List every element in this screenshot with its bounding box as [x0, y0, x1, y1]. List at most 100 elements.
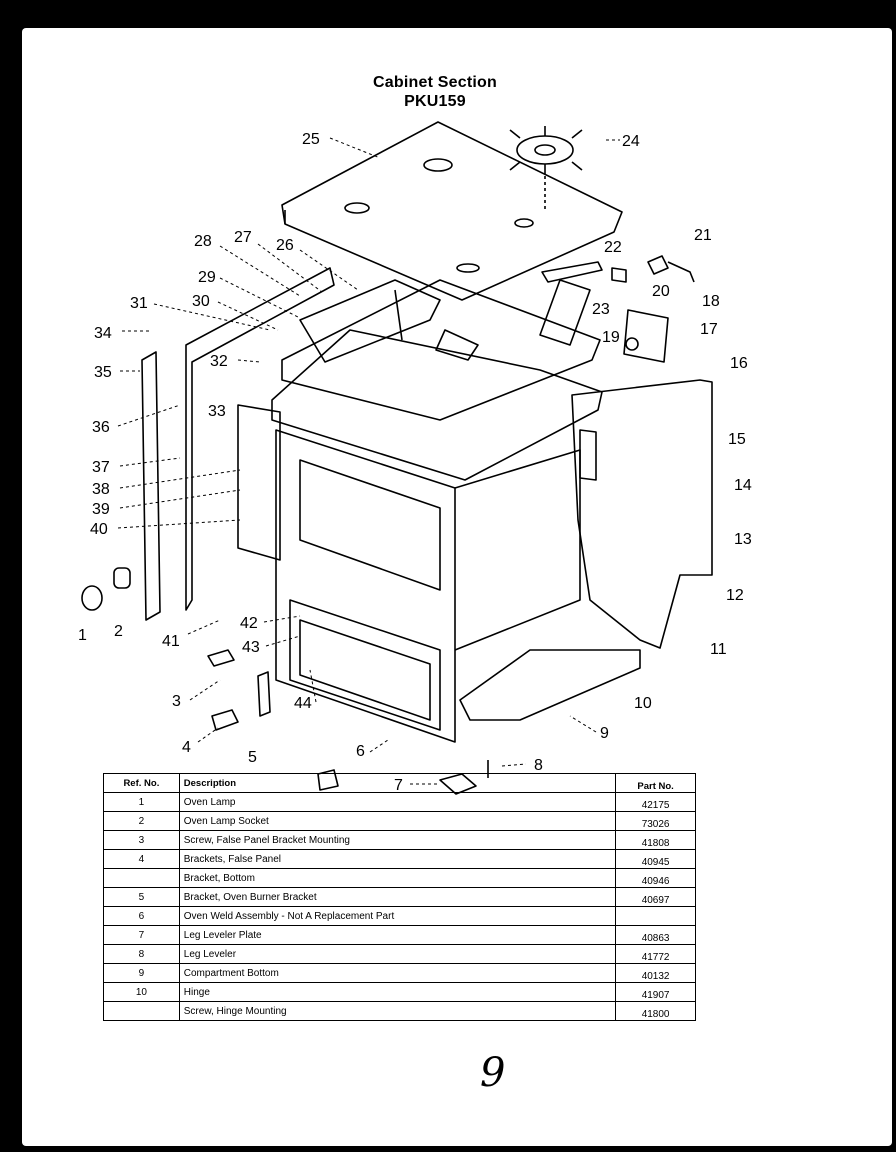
- callout-6: 6: [356, 743, 365, 760]
- callout-18: 18: [702, 293, 720, 310]
- handwritten-page-number: 9: [480, 1050, 506, 1096]
- callout-38: 38: [92, 481, 110, 498]
- callout-30: 30: [192, 293, 210, 310]
- callout-12: 12: [726, 587, 744, 604]
- row-part-no: 73026: [615, 811, 696, 831]
- callout-25: 25: [302, 131, 320, 148]
- oven-lamp-icon: [81, 585, 103, 611]
- callout-33: 33: [208, 403, 226, 420]
- left-side-panel: [185, 267, 335, 611]
- row-description: Screw, False Panel Bracket Mounting: [178, 830, 617, 850]
- row-part-no: 40945: [615, 849, 696, 869]
- callout-2: 2: [114, 623, 123, 640]
- row-ref: 8: [103, 944, 180, 964]
- table-header-row: Ref. No. Description Part No.: [103, 773, 696, 793]
- callout-10: 10: [634, 695, 652, 712]
- header-ref: Ref. No.: [103, 773, 180, 793]
- row-ref: 2: [103, 811, 180, 831]
- compartment-bottom: [459, 649, 641, 721]
- callout-11: 11: [710, 641, 727, 658]
- callout-15: 15: [728, 431, 746, 448]
- row-description: Oven Lamp Socket: [178, 811, 617, 831]
- callout-5: 5: [248, 749, 257, 766]
- row-description: Oven Lamp: [178, 792, 617, 812]
- callout-14: 14: [734, 477, 752, 494]
- callout-1: 1: [78, 627, 87, 644]
- row-ref: 10: [103, 982, 180, 1002]
- row-ref: 4: [103, 849, 180, 869]
- callout-17: 17: [700, 321, 718, 338]
- right-side-panel: [571, 379, 713, 649]
- row-ref: [103, 868, 180, 888]
- row-ref: 7: [103, 925, 180, 945]
- callout-42: 42: [240, 615, 258, 632]
- callout-9: 9: [600, 725, 609, 742]
- header-part-no: Part No.: [615, 773, 696, 793]
- callout-37: 37: [92, 459, 110, 476]
- top-panel: [281, 121, 623, 301]
- callout-8: 8: [534, 757, 543, 774]
- row-part-no: 41808: [615, 830, 696, 850]
- callout-36: 36: [92, 419, 110, 436]
- callout-24: 24: [622, 133, 640, 150]
- row-part-no: 40863: [615, 925, 696, 945]
- callout-41: 41: [162, 633, 180, 650]
- diagram-title: Cabinet Section: [373, 74, 497, 91]
- callout-3: 3: [172, 693, 181, 710]
- row-description: Compartment Bottom: [178, 963, 617, 983]
- burner-grate-icon: [509, 126, 583, 212]
- row-description: Bracket, Oven Burner Bracket: [178, 887, 617, 907]
- callout-27: 27: [234, 229, 252, 246]
- callout-28: 28: [194, 233, 212, 250]
- row-ref: 6: [103, 906, 180, 926]
- callout-22: 22: [604, 239, 622, 256]
- oven-cavity: [275, 429, 456, 743]
- callout-39: 39: [92, 501, 110, 518]
- row-part-no: [615, 906, 696, 926]
- row-ref: 3: [103, 830, 180, 850]
- callout-34: 34: [94, 325, 112, 342]
- callout-16: 16: [730, 355, 748, 372]
- row-part-no: 40697: [615, 887, 696, 907]
- row-description: Leg Leveler: [178, 944, 617, 964]
- callout-23: 23: [592, 301, 610, 318]
- lamp-socket-icon: [113, 567, 131, 589]
- callout-20: 20: [652, 283, 670, 300]
- side-trim-strip: [141, 351, 161, 621]
- callout-19: 19: [602, 329, 620, 346]
- row-ref: 1: [103, 792, 180, 812]
- diagram-model: PKU159: [404, 93, 466, 110]
- row-description: Oven Weld Assembly - Not A Replacement P…: [178, 906, 617, 926]
- callout-44: 44: [294, 695, 312, 712]
- row-part-no: 40132: [615, 963, 696, 983]
- row-part-no: 40946: [615, 868, 696, 888]
- callout-29: 29: [198, 269, 216, 286]
- row-ref: 5: [103, 887, 180, 907]
- callout-43: 43: [242, 639, 260, 656]
- callout-35: 35: [94, 364, 112, 381]
- callout-21: 21: [694, 227, 712, 244]
- row-description: Bracket, Bottom: [178, 868, 617, 888]
- callout-31: 31: [130, 295, 148, 312]
- callout-26: 26: [276, 237, 294, 254]
- callout-32: 32: [210, 353, 228, 370]
- row-part-no: 42175: [615, 792, 696, 812]
- door-frame: [289, 599, 441, 731]
- row-ref: 9: [103, 963, 180, 983]
- row-description: Screw, Hinge Mounting: [178, 1001, 617, 1021]
- row-description: Brackets, False Panel: [178, 849, 617, 869]
- control-module: [623, 309, 669, 363]
- row-description: Leg Leveler Plate: [178, 925, 617, 945]
